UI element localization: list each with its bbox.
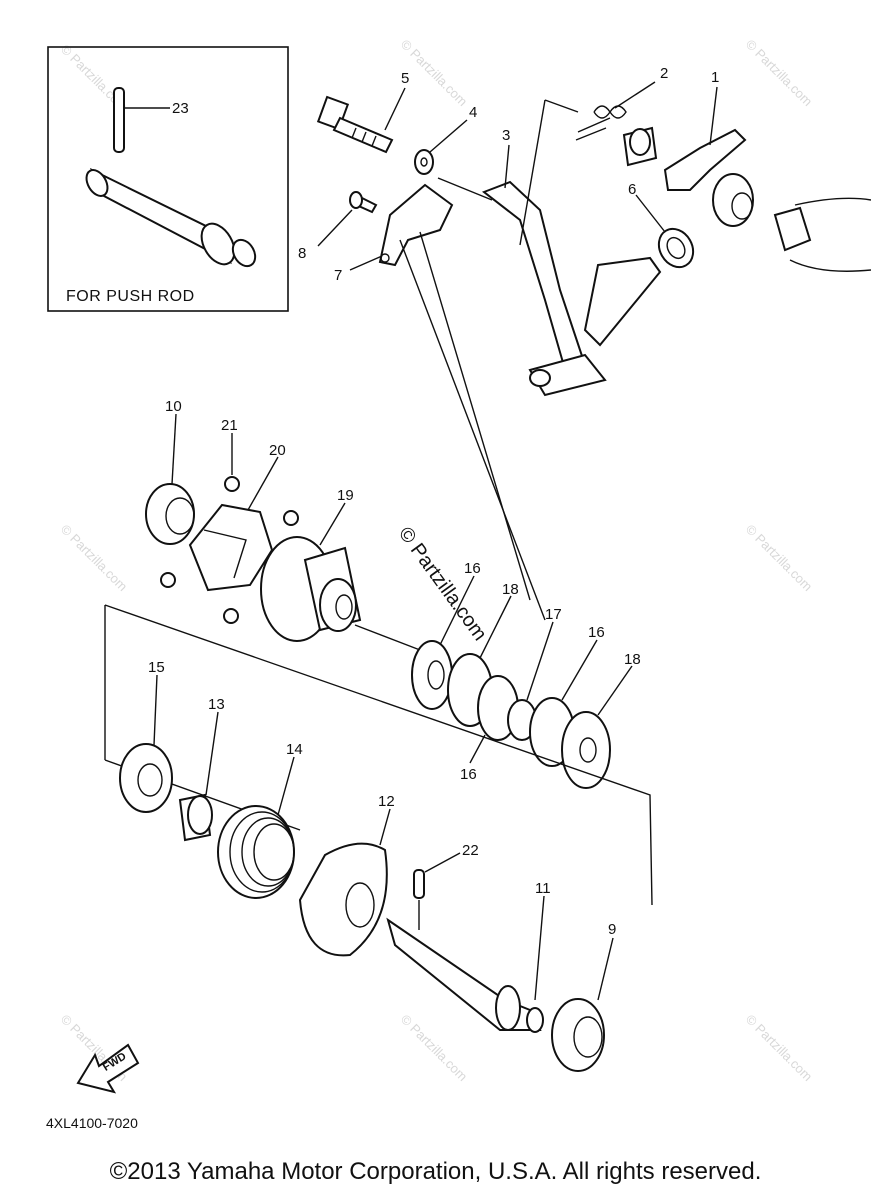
push-rod-inset: 23 FOR PUSH ROD — [47, 46, 289, 312]
callout-15: 15 — [148, 659, 165, 676]
callout-6: 6 — [628, 181, 636, 198]
spring-14 — [217, 805, 295, 899]
upper-assembly — [316, 95, 871, 621]
watermark-tile: © Partzilla.com — [398, 1012, 471, 1085]
inset-frame — [47, 46, 289, 312]
spring-2 — [593, 105, 627, 119]
pin-23 — [113, 87, 125, 153]
watermark-tile: © Partzilla.com — [743, 37, 816, 110]
callout-11: 11 — [535, 880, 551, 897]
callout-5: 5 — [401, 70, 409, 87]
watermark-tile: © Partzilla.com — [58, 522, 131, 595]
shift-shaft — [583, 256, 662, 347]
callout-7: 7 — [334, 267, 342, 284]
bearing-9 — [551, 998, 605, 1072]
bracket-7 — [378, 183, 454, 267]
callout-16-bottom: 16 — [460, 766, 477, 783]
center-watermark: © Partzilla.com — [394, 523, 491, 645]
callout-10: 10 — [165, 398, 182, 415]
seal-15 — [119, 743, 173, 813]
ball-21 — [224, 476, 240, 492]
callout-16-top: 16 — [464, 560, 481, 577]
callout-17: 17 — [545, 606, 562, 623]
callout-19: 19 — [337, 487, 354, 504]
callout-8: 8 — [298, 245, 306, 262]
callout-18-right: 18 — [624, 651, 641, 668]
watermark-tile: © Partzilla.com — [743, 1012, 816, 1085]
callout-21: 21 — [221, 417, 238, 434]
pin-22 — [413, 869, 425, 899]
copyright-notice: ©2013 Yamaha Motor Corporation, U.S.A. A… — [109, 1158, 762, 1185]
callout-13: 13 — [208, 696, 225, 713]
callout-4: 4 — [469, 104, 477, 121]
callout-2: 2 — [660, 65, 668, 82]
cam-20 — [188, 503, 274, 592]
watermark-tile: © Partzilla.com — [743, 522, 816, 595]
callout-9: 9 — [608, 921, 616, 938]
callout-22: 22 — [462, 842, 479, 859]
lever-1 — [663, 128, 747, 191]
plate-18b — [561, 711, 611, 789]
diagram-code: 4XL4100-7020 — [46, 1115, 138, 1131]
middle-assembly — [104, 476, 653, 906]
washer-16 — [411, 640, 453, 710]
bolt-5 — [332, 116, 394, 154]
callout-20: 20 — [269, 442, 286, 459]
callout-23: 23 — [172, 100, 189, 117]
lower-assembly — [119, 743, 605, 1072]
washer-4 — [414, 149, 434, 175]
callout-14: 14 — [286, 741, 303, 758]
callout-3: 3 — [502, 127, 510, 144]
bearing-10 — [145, 483, 195, 545]
seal-6 — [657, 227, 695, 269]
inset-title: FOR PUSH ROD — [66, 288, 195, 305]
callout-16-right: 16 — [588, 624, 605, 641]
gear-12 — [298, 842, 388, 957]
shift-lever-3 — [481, 180, 587, 382]
callouts: 1 2 3 4 5 6 7 8 9 10 11 12 13 14 15 16 1… — [148, 65, 719, 1001]
callout-1: 1 — [711, 69, 719, 86]
callout-12: 12 — [378, 793, 395, 810]
callout-18-left: 18 — [502, 581, 519, 598]
